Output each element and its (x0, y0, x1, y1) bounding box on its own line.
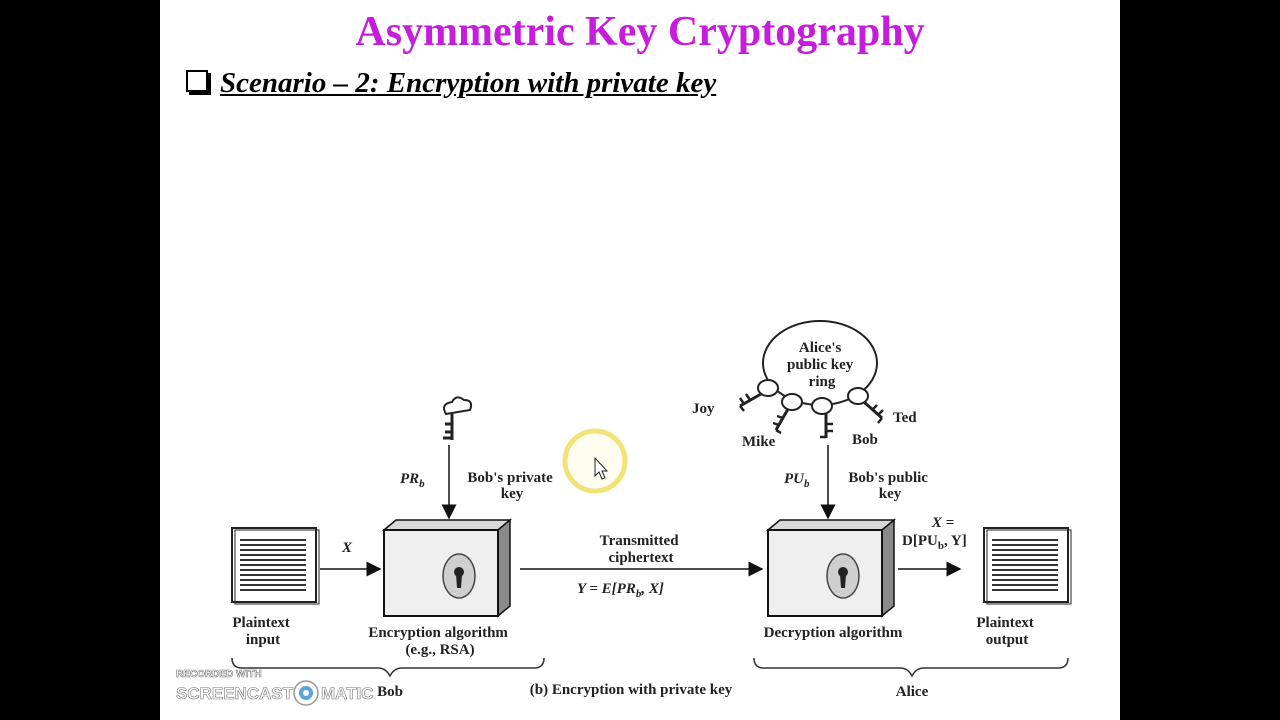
bob-key-icon (811, 397, 833, 439)
key-ring-label: Alice's public key ring (787, 340, 857, 390)
decryption-equation: D[PUb, Y] (902, 533, 967, 552)
decryption-algorithm-box (765, 518, 897, 618)
ted-label: Ted (893, 410, 917, 426)
mouse-cursor-icon (594, 456, 609, 480)
ciphertext-equation: Y = E[PRb, X] (577, 581, 664, 600)
checkbox-bullet-icon (186, 70, 208, 92)
bob-label: Bob (852, 432, 878, 448)
watermark-brand-right: MATIC (321, 684, 374, 703)
plaintext-output-document-icon (983, 527, 1072, 605)
x-equals-label: X = (931, 515, 954, 531)
plaintext-input-document-icon (231, 527, 320, 605)
screencast-logo-icon (293, 680, 319, 706)
ted-key-icon (847, 387, 884, 424)
bob-private-key-label: Bob's private key (467, 470, 556, 502)
alice-brace-label: Alice (896, 684, 929, 700)
pr-label: PRb (400, 471, 425, 490)
watermark-brand-left: SCREENCAST (176, 684, 294, 703)
slide: Asymmetric Key Cryptography Scenario – 2… (160, 0, 1120, 720)
x-label: X (341, 540, 353, 556)
joy-label: Joy (692, 401, 715, 417)
encryption-algorithm-box (381, 518, 513, 618)
bob-brace (231, 657, 545, 678)
joy-key-icon (738, 379, 779, 412)
watermark-recorded-text: RECORDED WITH (176, 669, 262, 680)
plaintext-input-label: Plaintext input (232, 615, 293, 648)
alice-brace (753, 657, 1069, 678)
diagram-caption: (b) Encryption with private key (530, 682, 733, 698)
mike-key-icon (772, 393, 803, 435)
private-key-icon (443, 396, 473, 440)
mike-label: Mike (742, 434, 776, 450)
encryption-algorithm-label: Encryption algorithm (e.g., RSA) (368, 625, 511, 658)
lock-icon (442, 553, 476, 599)
bob-public-key-label: Bob's public key (848, 470, 931, 502)
plaintext-output-label: Plaintext output (976, 615, 1037, 648)
lock-icon (826, 553, 860, 599)
bob-brace-label: Bob (377, 684, 403, 700)
pu-label: PUb (784, 471, 810, 490)
decryption-algorithm-label: Decryption algorithm (764, 625, 903, 641)
scenario-heading: Scenario – 2: Encryption with private ke… (220, 67, 717, 99)
transmitted-ciphertext-label: Transmitted ciphertext (600, 533, 683, 566)
slide-title: Asymmetric Key Cryptography (355, 9, 925, 55)
